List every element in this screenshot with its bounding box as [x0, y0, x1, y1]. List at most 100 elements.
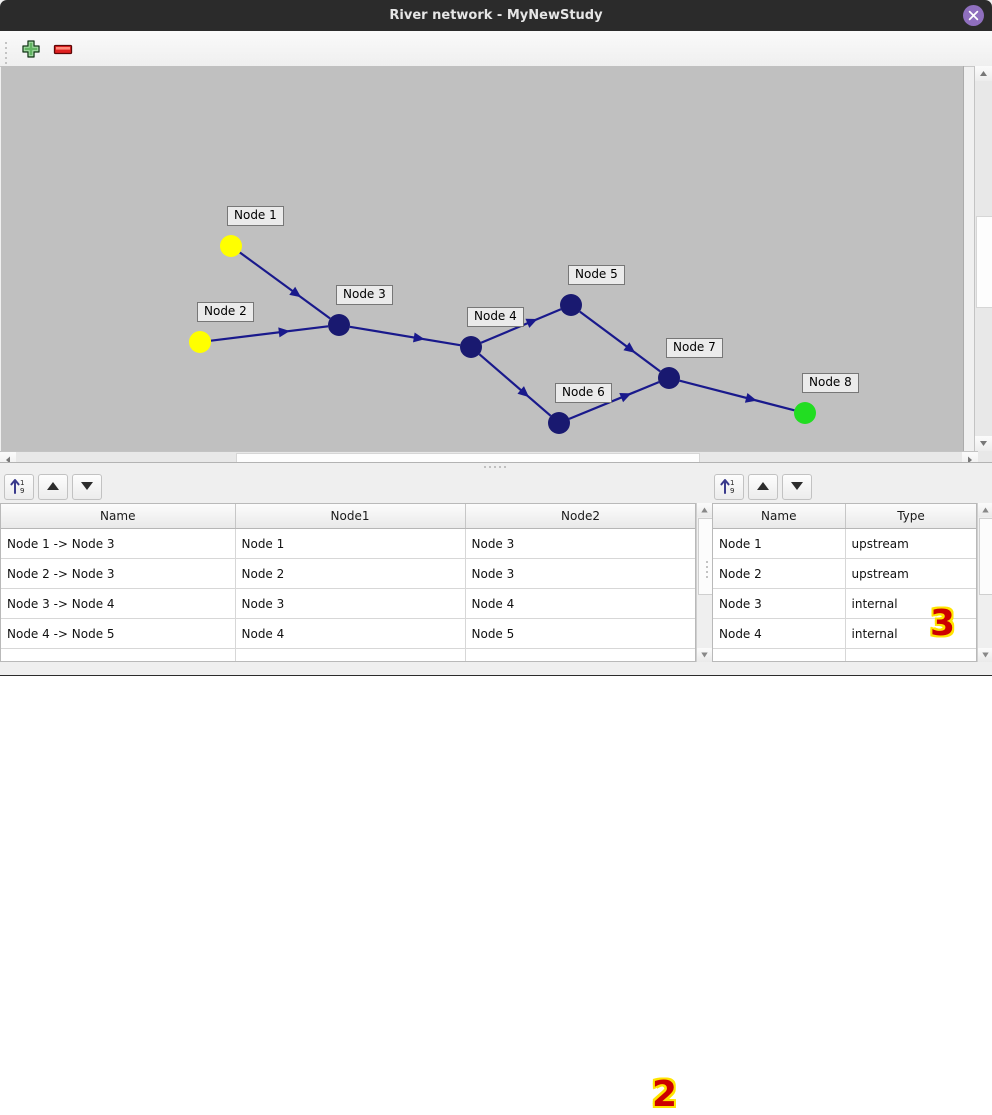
arrow-up-icon[interactable] — [38, 474, 68, 500]
reaches-table-cell[interactable]: Node 1 — [235, 528, 466, 559]
nodes-table-cell[interactable]: upstream — [845, 528, 976, 559]
arrow-down-icon[interactable] — [782, 474, 812, 500]
horizontal-splitter[interactable] — [0, 462, 992, 472]
node-label-node-2[interactable]: Node 2 — [197, 302, 254, 322]
edge-arrow-icon — [278, 327, 290, 338]
window-bottom-edge — [0, 669, 992, 676]
node-label-node-5[interactable]: Node 5 — [568, 265, 625, 285]
main-toolbar — [0, 31, 992, 67]
reaches-table-cell[interactable]: Node 4 — [465, 588, 695, 619]
nodes-table-cell[interactable]: internal — [845, 618, 976, 649]
nodes-table-cell[interactable]: Node 1 — [713, 528, 846, 559]
edge-arrow-icon — [525, 318, 538, 328]
delete-icon[interactable] — [52, 38, 74, 60]
node-label-node-1[interactable]: Node 1 — [227, 206, 284, 226]
scroll-down-icon[interactable] — [975, 436, 992, 451]
arrow-up-icon[interactable] — [748, 474, 778, 500]
nodes-table-cell[interactable]: internal — [845, 588, 976, 619]
graph-node-node2[interactable] — [189, 331, 211, 353]
nodes-table-cell[interactable]: Node 2 — [713, 558, 846, 589]
reaches-table-cell[interactable]: Node 2 -> Node 3 — [1, 558, 236, 589]
toolbar-grip[interactable] — [4, 39, 9, 64]
close-icon[interactable] — [963, 5, 984, 26]
scroll-up-icon[interactable] — [975, 66, 992, 81]
edge-node6-to-node7[interactable] — [568, 381, 660, 420]
edge-node1-to-node3[interactable] — [239, 251, 331, 320]
arrow-down-icon[interactable] — [72, 474, 102, 500]
reaches-table-column-header-node2[interactable]: Node2 — [465, 504, 695, 529]
reaches-table-cell[interactable]: Node 1 -> Node 3 — [1, 528, 236, 559]
node-label-node-7[interactable]: Node 7 — [666, 338, 723, 358]
graph-node-node7[interactable] — [658, 367, 680, 389]
reaches-table-cell[interactable]: Node 3 -> Node 4 — [1, 588, 236, 619]
scroll-up-icon[interactable] — [697, 503, 712, 517]
svg-text:1: 1 — [20, 479, 24, 487]
sort-ascending-icon[interactable]: 1 9 — [714, 474, 744, 500]
graph-node-node6[interactable] — [548, 412, 570, 434]
nodes-table-scrollbar[interactable] — [977, 503, 992, 662]
svg-text:9: 9 — [20, 487, 24, 495]
graph-vscroll-thumb[interactable] — [976, 216, 992, 308]
reaches-table-column-header-name[interactable]: Name — [1, 504, 236, 529]
scroll-down-icon[interactable] — [697, 648, 712, 662]
sort-ascending-icon[interactable]: 1 9 — [4, 474, 34, 500]
edge-node4-to-node6[interactable] — [478, 353, 552, 417]
edge-node2-to-node3[interactable] — [210, 325, 329, 342]
nodes-table-column-header-name[interactable]: Name — [713, 504, 846, 529]
reaches-table-cell[interactable]: Node 5 — [465, 618, 695, 649]
node-label-node-4[interactable]: Node 4 — [467, 307, 524, 327]
nodes-table-cell[interactable]: Node 3 — [713, 588, 846, 619]
reaches-table-cell[interactable]: Node 4 -> Node 5 — [1, 618, 236, 649]
reaches-table-cell[interactable]: Node 3 — [465, 528, 695, 559]
nodes-table-row-empty — [713, 648, 976, 661]
annotation-marker-2: 2 — [650, 1073, 678, 1115]
nodes-table-cell[interactable]: Node 4 — [713, 618, 846, 649]
reaches-table-cell[interactable]: Node 3 — [465, 558, 695, 589]
node-label-node-3[interactable]: Node 3 — [336, 285, 393, 305]
edge-arrow-icon — [619, 392, 632, 403]
node-layer — [189, 235, 816, 434]
graph-node-node5[interactable] — [560, 294, 582, 316]
reaches-table-cell[interactable]: Node 3 — [235, 588, 466, 619]
node-label-node-8[interactable]: Node 8 — [802, 373, 859, 393]
edge-node7-to-node8[interactable] — [679, 379, 795, 412]
scroll-down-icon[interactable] — [978, 648, 992, 662]
edge-node3-to-node4[interactable] — [349, 325, 461, 347]
reaches-table-cell[interactable]: Node 4 — [235, 618, 466, 649]
graph-node-node8[interactable] — [794, 402, 816, 424]
reaches-table-scrollbar[interactable] — [696, 503, 713, 662]
edge-arrow-icon — [517, 386, 530, 398]
graph-node-node3[interactable] — [328, 314, 350, 336]
reaches-table-cell[interactable]: Node 2 — [235, 558, 466, 589]
add-plus-icon[interactable] — [20, 38, 42, 60]
edge-arrow-icon — [623, 342, 636, 353]
edge-node5-to-node7[interactable] — [579, 310, 661, 373]
graph-node-node1[interactable] — [220, 235, 242, 257]
node-label-node-6[interactable]: Node 6 — [555, 383, 612, 403]
graph-vertical-scrollbar[interactable] — [974, 66, 992, 451]
nodes-table-cell-empty — [845, 648, 976, 661]
scroll-up-icon[interactable] — [978, 503, 992, 517]
nodes-table-cell[interactable]: upstream — [845, 558, 976, 589]
nodes-scroll-thumb[interactable] — [979, 518, 992, 595]
vertical-splitter[interactable] — [706, 561, 709, 581]
graph-node-node4[interactable] — [460, 336, 482, 358]
network-canvas[interactable]: Node 1 Node 2 Node 3 Node 4 Node 5 Node … — [1, 66, 964, 451]
nodes-table-column-header-type[interactable]: Type — [845, 504, 976, 529]
reaches-scroll-thumb[interactable] — [698, 518, 713, 595]
reaches-table-column-header-node1[interactable]: Node1 — [235, 504, 466, 529]
